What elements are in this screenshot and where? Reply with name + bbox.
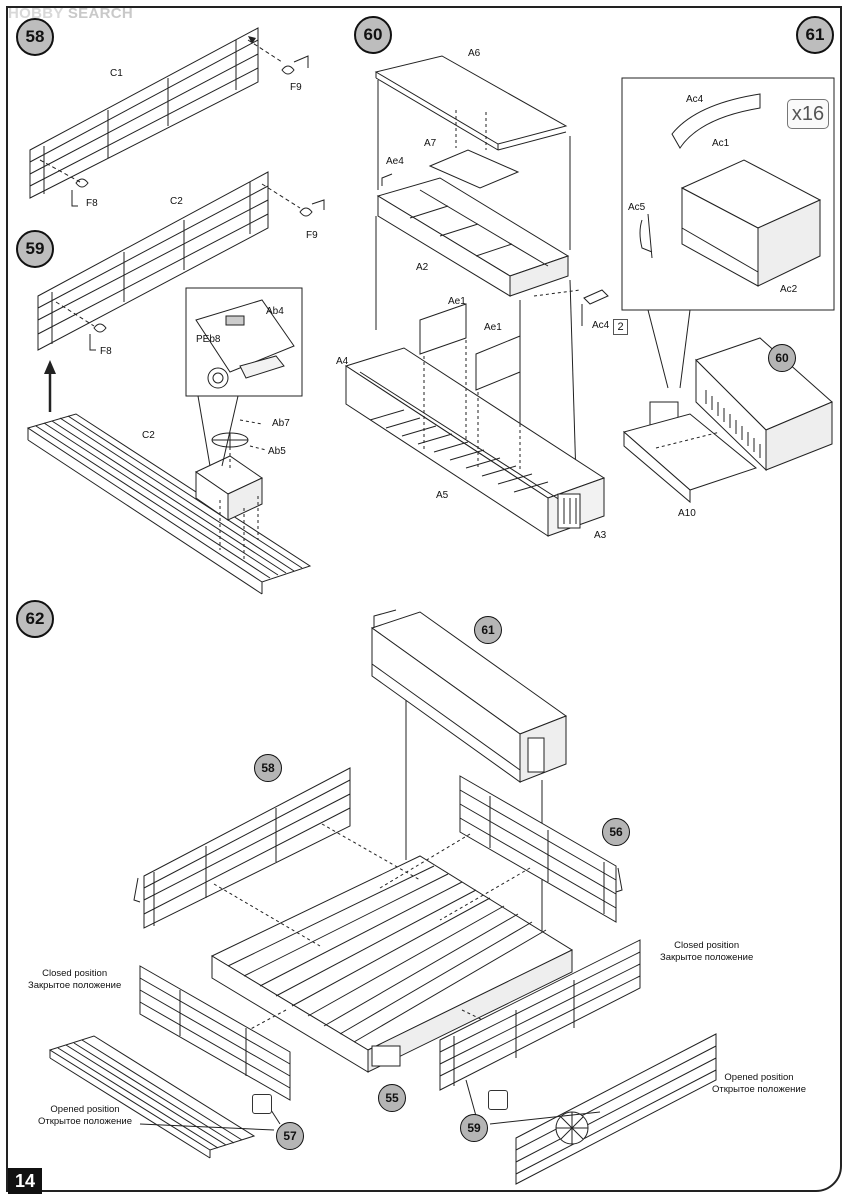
- step62-floor: [210, 855, 574, 1073]
- ref-badge-61: 61: [474, 616, 502, 644]
- ref-badge-56: 56: [602, 818, 630, 846]
- part-label-ab4: Ab4: [266, 306, 284, 317]
- part-label-ac4-side: Ac4: [592, 320, 610, 331]
- step60-bed-a5: [344, 347, 606, 537]
- step61-crate: [639, 93, 822, 287]
- step-58-badge: 58: [16, 18, 54, 56]
- step59-arrows: [55, 183, 301, 327]
- ref-badge-57: 57: [276, 1122, 304, 1150]
- note-closed-right: Closed position Закрытое положение: [660, 940, 753, 964]
- step61-panel-a10: [622, 413, 758, 504]
- step60-guides: [375, 80, 577, 479]
- part-label-ab5: Ab5: [268, 446, 286, 457]
- part-label-c2: C2: [170, 196, 183, 207]
- part-label-f9-step59: F9: [306, 230, 318, 241]
- part-label-a10: A10: [678, 508, 696, 519]
- step60-lid-a6: [374, 55, 568, 151]
- step59-detail: [195, 299, 295, 389]
- step-59-badge: 59: [16, 230, 54, 268]
- step62-board-58: [133, 767, 351, 929]
- page-frame: [6, 6, 842, 1192]
- step59-winch-arrows: [219, 419, 267, 560]
- note-closed-left-en: Closed position: [42, 968, 108, 979]
- watermark-hobby: HOBBY: [8, 5, 64, 22]
- note-opened-right: Opened position Открытое положение: [712, 1072, 806, 1096]
- step62-board-opened-right: [515, 1033, 717, 1185]
- note-closed-right-ru: Закрытое положение: [660, 952, 754, 963]
- note-opened-left-en: Opened position: [50, 1104, 120, 1115]
- watermark-search: SEARCH: [67, 5, 134, 22]
- step62-board-closed-right: [439, 939, 641, 1091]
- step59-hinges: [89, 199, 325, 351]
- step62-board-closed-left: [139, 965, 291, 1101]
- view-tip-icon: [488, 1090, 508, 1110]
- view-tip-icon: [252, 1094, 272, 1114]
- page-number: 14: [8, 1168, 42, 1194]
- step62-board-56: [459, 775, 623, 923]
- part-label-ae1-left: Ae1: [448, 296, 466, 307]
- part-label-a7: A7: [424, 138, 437, 149]
- step62-board-opened-left: [48, 1035, 256, 1159]
- part-label-peb8: PEb8: [196, 334, 221, 345]
- part-label-f9: F9: [290, 82, 302, 93]
- quantity-multiplier: x16: [787, 99, 829, 129]
- part-label-a3: A3: [594, 530, 607, 541]
- step58-board-c1: [29, 27, 259, 199]
- part-label-a6: A6: [468, 48, 481, 59]
- part-label-ac4: Ac4: [686, 94, 704, 105]
- step-62-badge: 62: [16, 600, 54, 638]
- step60-panels-ae1: [419, 303, 521, 391]
- note-opened-right-en: Opened position: [724, 1072, 794, 1083]
- step-60-badge: 60: [354, 16, 392, 54]
- note-opened-right-ru: Открытое положение: [712, 1084, 806, 1095]
- step59-floor-c2: [26, 413, 312, 595]
- step62-box-61: [370, 609, 568, 783]
- part-label-ab7: Ab7: [272, 418, 290, 429]
- step58-arrows: [39, 39, 283, 183]
- part-label-c2-floor: C2: [142, 430, 155, 441]
- step59-board-c2: [37, 171, 269, 351]
- part-label-ae4: Ae4: [386, 156, 404, 167]
- watermark: HOBBY SEARCH: [8, 5, 133, 22]
- ref-badge-60: 60: [768, 344, 796, 372]
- note-closed-right-en: Closed position: [674, 940, 740, 951]
- part-label-ac5: Ac5: [628, 202, 646, 213]
- part-label-ac2: Ac2: [780, 284, 798, 295]
- part-label-f8-step59: F8: [100, 346, 112, 357]
- note-closed-left-ru: Закрытое положение: [28, 980, 122, 991]
- step-61-badge: 61: [796, 16, 834, 54]
- ref-badge-59: 59: [460, 1114, 488, 1142]
- step60-handles-ac4: [581, 289, 609, 326]
- note-closed-left: Closed position Закрытое положение: [28, 968, 121, 992]
- ref-badge-55: 55: [378, 1084, 406, 1112]
- note-opened-left-ru: Открытое положение: [38, 1116, 132, 1127]
- part-label-f8: F8: [86, 198, 98, 209]
- step60-arrows: [423, 289, 581, 470]
- part-label-a5: A5: [436, 490, 449, 501]
- part-label-c1: C1: [110, 68, 123, 79]
- ref-badge-58: 58: [254, 754, 282, 782]
- step58-hinges-f9-f8: [71, 55, 309, 207]
- part-label-ae1-right: Ae1: [484, 322, 502, 333]
- part-label-a4: A4: [336, 356, 349, 367]
- step62-arrows: [213, 823, 531, 1041]
- quantity-multiplier-small: 2: [613, 319, 628, 335]
- part-label-a2: A2: [416, 262, 429, 273]
- step61-box-60: [649, 337, 833, 472]
- part-label-ac1: Ac1: [712, 138, 730, 149]
- note-opened-left: Opened position Открытое положение: [38, 1104, 132, 1128]
- step60-box-a2: [376, 173, 570, 297]
- step60-tray-a7: [428, 110, 520, 189]
